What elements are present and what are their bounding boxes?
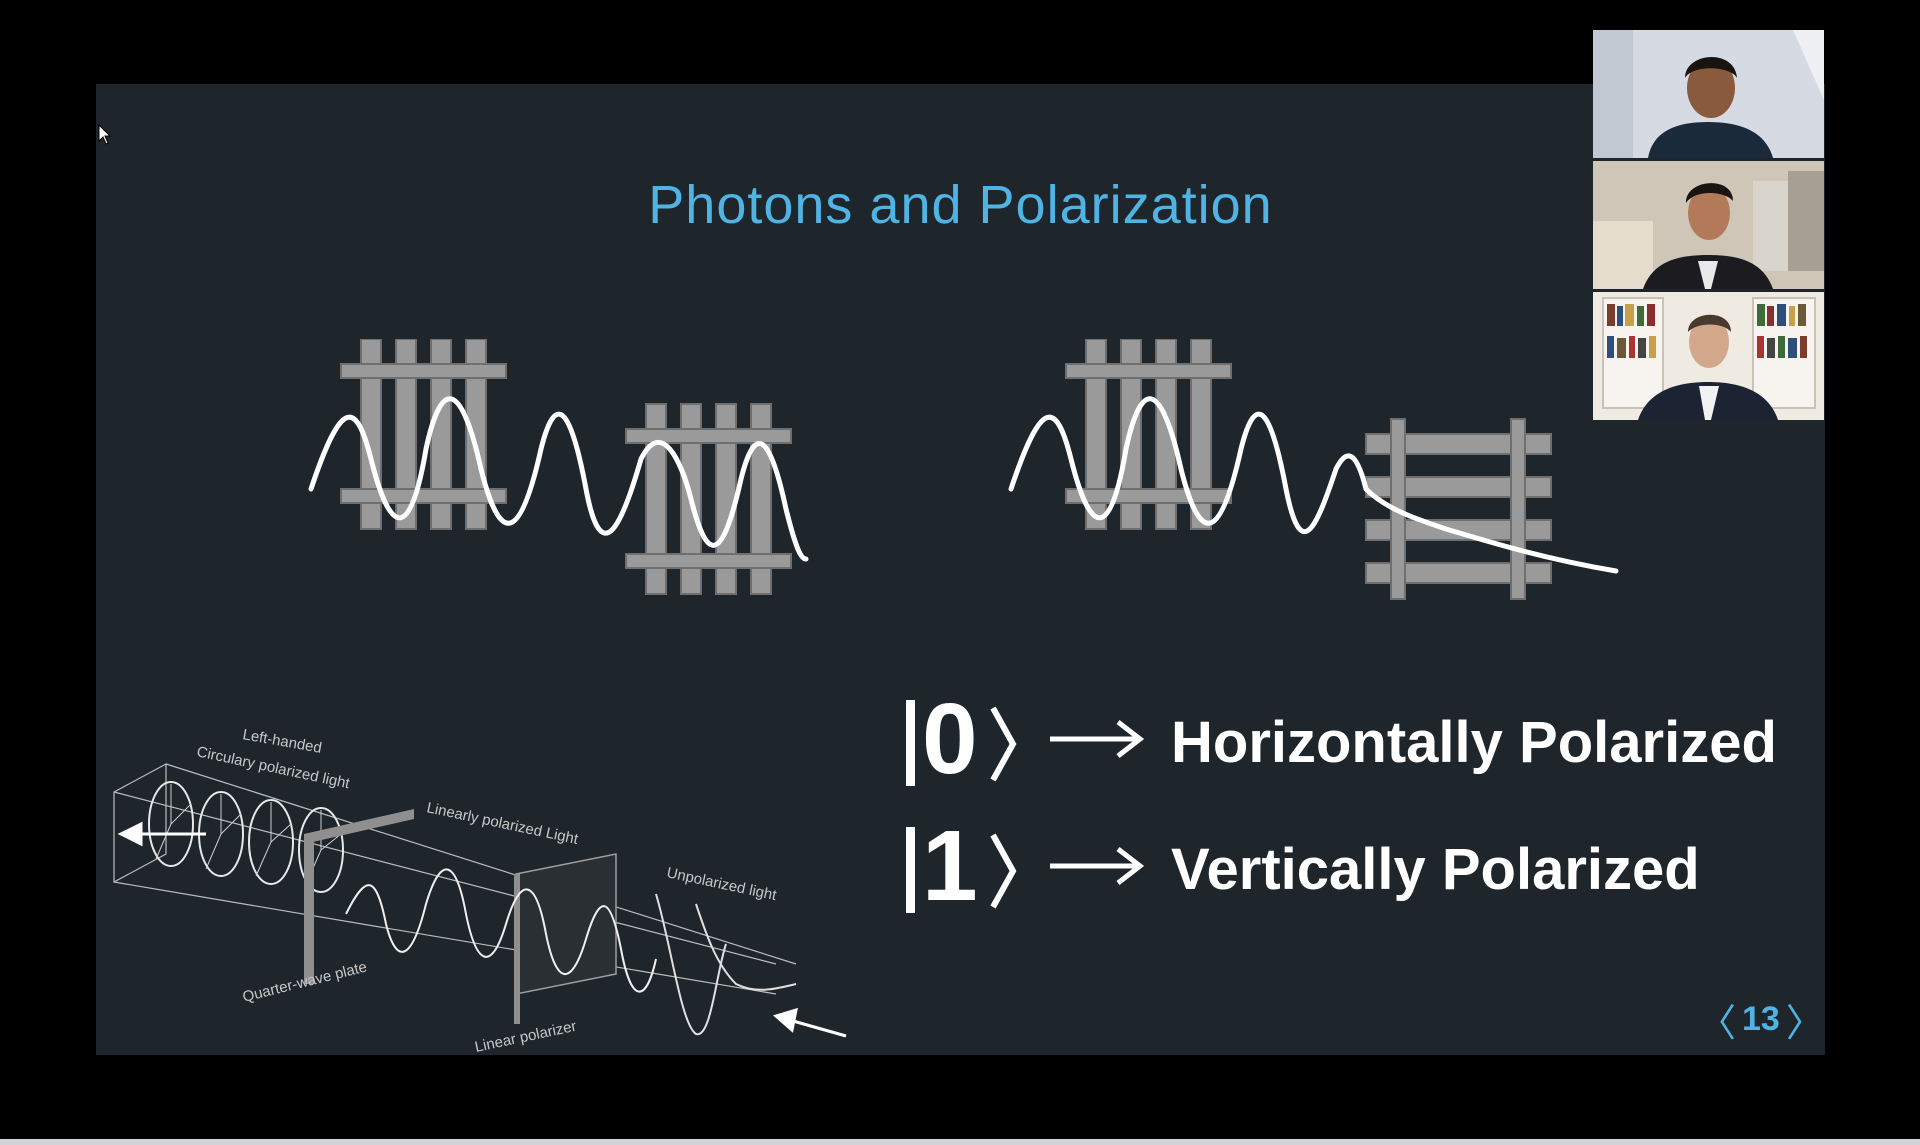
state-label: Horizontally Polarized bbox=[1171, 710, 1777, 775]
person-video-icon bbox=[1593, 161, 1824, 289]
label-unpolarized: Unpolarized light bbox=[665, 864, 779, 904]
qubit-state-list: 0 Horizontally Polarized 1 bbox=[886, 684, 1806, 954]
participant-video-2[interactable] bbox=[1593, 161, 1824, 289]
person-video-icon bbox=[1593, 292, 1824, 420]
ket-bar bbox=[906, 700, 915, 786]
person-video-icon bbox=[1593, 30, 1824, 158]
previous-slide-icon[interactable]: 〈 bbox=[1698, 1003, 1737, 1045]
next-slide-icon[interactable]: 〉 bbox=[1785, 1003, 1824, 1045]
mouse-cursor-icon bbox=[98, 124, 112, 145]
label-linear-polarizer: Linear polarizer bbox=[473, 1018, 578, 1055]
state-label: Vertically Polarized bbox=[1171, 837, 1700, 902]
slide-title: Photons and Polarization bbox=[648, 175, 1273, 235]
ket-value: 0 bbox=[922, 683, 978, 795]
crossed-polarizer-diagram bbox=[1008, 339, 1619, 600]
window-bottom-edge bbox=[0, 1139, 1920, 1145]
participant-video-3[interactable] bbox=[1593, 292, 1824, 420]
participant-video-1[interactable] bbox=[1593, 30, 1824, 158]
right-arrow-icon bbox=[1050, 847, 1145, 885]
ket-angle-icon bbox=[990, 706, 1017, 782]
right-arrow-icon bbox=[1050, 720, 1145, 758]
vertical-polarizer-diagram bbox=[308, 339, 809, 595]
state-row-one: 1 Vertically Polarized bbox=[886, 811, 1806, 931]
label-linearly-polarized: Linearly polarized Light bbox=[425, 799, 580, 848]
state-row-zero: 0 Horizontally Polarized bbox=[886, 684, 1806, 804]
ket-value: 1 bbox=[922, 810, 978, 922]
label-left-handed: Left-handed bbox=[241, 726, 323, 757]
slide-pagination: 〈 13 〉 bbox=[1692, 992, 1825, 1047]
polarization-wave-illustration: Left-handed Circulary polarized light Li… bbox=[113, 726, 847, 1055]
slide-page-number: 13 bbox=[1742, 1000, 1780, 1038]
ket-bar bbox=[906, 827, 915, 913]
presentation-slide: Photons and Polarization bbox=[96, 84, 1825, 1055]
label-circularly-polarized: Circulary polarized light bbox=[195, 743, 352, 792]
ket-angle-icon bbox=[990, 833, 1017, 909]
